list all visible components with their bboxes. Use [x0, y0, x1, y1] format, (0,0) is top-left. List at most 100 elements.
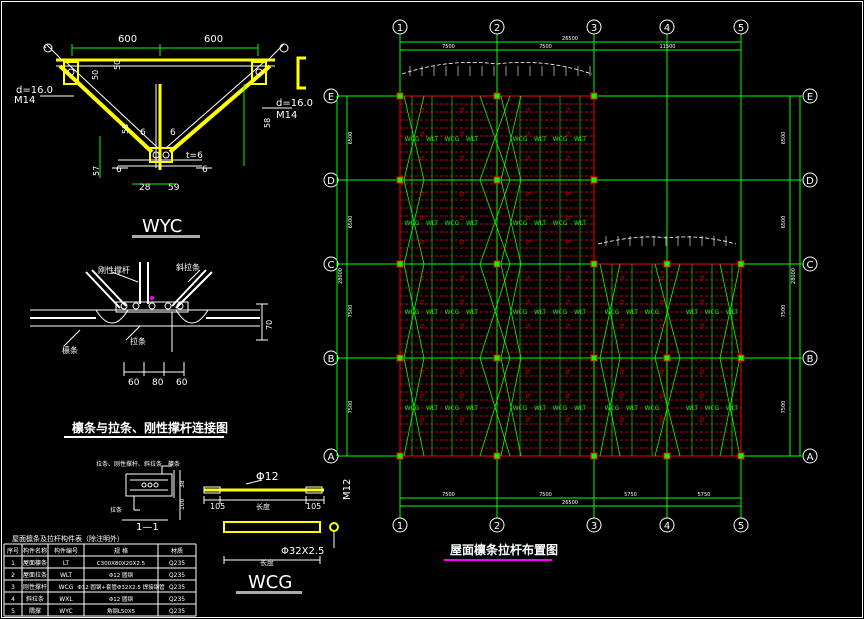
plan-lt-label: LT — [565, 192, 571, 198]
axis-label-x: 4 — [664, 23, 670, 34]
purlin-gap — [95, 309, 129, 324]
plan-lt-label: LT — [565, 394, 571, 400]
marker — [279, 43, 289, 53]
plan-member-label: WLT — [466, 136, 478, 143]
plan-lt-label: LT — [459, 240, 465, 246]
brace-x — [479, 357, 511, 457]
s11-label-b: 檩条 — [168, 460, 180, 468]
column — [493, 354, 501, 362]
axis-label-x: 1 — [397, 23, 403, 34]
plan-lt-label: LT — [459, 394, 465, 400]
plan-lt-label: LT — [699, 370, 705, 376]
wyc-small-i: 28 — [139, 183, 151, 193]
plan-member-label: WCG — [705, 405, 720, 412]
axis-bubble — [489, 517, 505, 533]
dim-text: 6500 — [781, 132, 787, 145]
bolt — [152, 151, 160, 159]
plan-member-label: WCG — [513, 220, 528, 227]
thread-right — [305, 486, 323, 494]
column — [663, 354, 671, 362]
plan-lt-label: LT — [419, 132, 425, 138]
table-header: 材质 — [171, 547, 183, 555]
brace-x — [403, 95, 425, 181]
axis-bubble — [392, 517, 408, 533]
plan-lt-label: LT — [419, 216, 425, 222]
plan-lt-label: LT — [619, 300, 625, 306]
bolt — [147, 482, 153, 488]
plan-lt-label: LT — [565, 324, 571, 330]
axis-bubble — [802, 350, 818, 366]
plan-member-label: WLT — [726, 405, 738, 412]
tie-rod-left — [85, 271, 121, 309]
plan-lt-label: LT — [525, 192, 531, 198]
plate — [115, 301, 189, 313]
brace-x — [479, 179, 511, 265]
brace-x — [599, 263, 621, 359]
axis-bubble — [802, 88, 818, 104]
plan-lt-label: LT — [659, 394, 665, 400]
dim-text: 100 — [179, 498, 186, 510]
plan-member-label: WLT — [426, 220, 438, 227]
plan-member-label: WCG — [405, 220, 420, 227]
plan-member-label: WCG — [405, 405, 420, 412]
plan-lt-label: LT — [419, 192, 425, 198]
plan-lt-label: LT — [459, 132, 465, 138]
column — [396, 92, 404, 100]
plan-lt-label: LT — [459, 108, 465, 114]
leader — [111, 271, 139, 283]
dim-text: 7500 — [442, 44, 455, 50]
dim-text: 5750 — [698, 492, 711, 498]
plan-lt-label: LT — [525, 276, 531, 282]
plan-lt-label: LT — [525, 156, 531, 162]
plan-member-label: WLT — [686, 405, 698, 412]
plan-lt-label: LT — [459, 324, 465, 330]
tie-rod-left — [91, 269, 127, 307]
plan-member-label: WCG — [605, 309, 620, 316]
axis-label-x: 5 — [738, 521, 744, 532]
wyc-small-f: 6 — [170, 128, 176, 138]
wyc-small-b: 50 — [113, 60, 122, 70]
brace-x — [654, 357, 681, 457]
plan-lt-label: LT — [419, 324, 425, 330]
rod-thread: M12 — [342, 479, 353, 500]
axis-label-y: A — [328, 452, 335, 463]
table-cell: WCG — [59, 584, 74, 591]
rod-length: 长度 — [256, 502, 270, 511]
table-cell: 屋面檩条 — [23, 559, 47, 567]
plan-title-underline — [444, 559, 552, 561]
axis-bubble — [489, 19, 505, 35]
rod-detail: Φ12 M12 105 105 长度 Φ32X2.5 长度 WCG — [203, 470, 353, 594]
plan-member-label: WCG — [513, 309, 528, 316]
tube — [223, 521, 321, 533]
plan-member-label: WLT — [534, 220, 546, 227]
wyc-small-d: 58 — [263, 118, 272, 128]
hook — [161, 465, 172, 474]
axis-label-x: 5 — [738, 23, 744, 34]
plan-lt-label: LT — [619, 324, 625, 330]
wyc-lines — [40, 43, 306, 185]
column — [396, 452, 404, 460]
plan-lt-label: LT — [459, 276, 465, 282]
column — [396, 260, 404, 268]
table-cell: 隅撑 — [29, 607, 41, 615]
bolt — [176, 302, 184, 310]
plan-member-label: WCG — [445, 309, 460, 316]
axis-bubble — [659, 19, 675, 35]
s11-label-a: 拉条、刚性撑杆、斜拉条 — [96, 460, 162, 468]
tie-rod-right — [175, 271, 213, 309]
table-cell: 角钢L50X5 — [107, 607, 136, 615]
bolt — [120, 302, 128, 310]
tube-end — [329, 522, 339, 532]
plan-lt-label: LT — [459, 216, 465, 222]
column — [663, 260, 671, 268]
plan-member-label: WCG — [645, 405, 660, 412]
plan-member-label: WCG — [645, 309, 660, 316]
plan-lt-label: LT — [419, 394, 425, 400]
s11-title: 1—1 — [136, 522, 159, 533]
plan-lt-label: LT — [565, 132, 571, 138]
plan-member-label: WCG — [553, 220, 568, 227]
pd-dim-3: 60 — [176, 378, 188, 388]
plan-lt-label: LT — [659, 370, 665, 376]
plan-lt-label: LT — [525, 370, 531, 376]
rod-title-underline — [236, 591, 302, 594]
